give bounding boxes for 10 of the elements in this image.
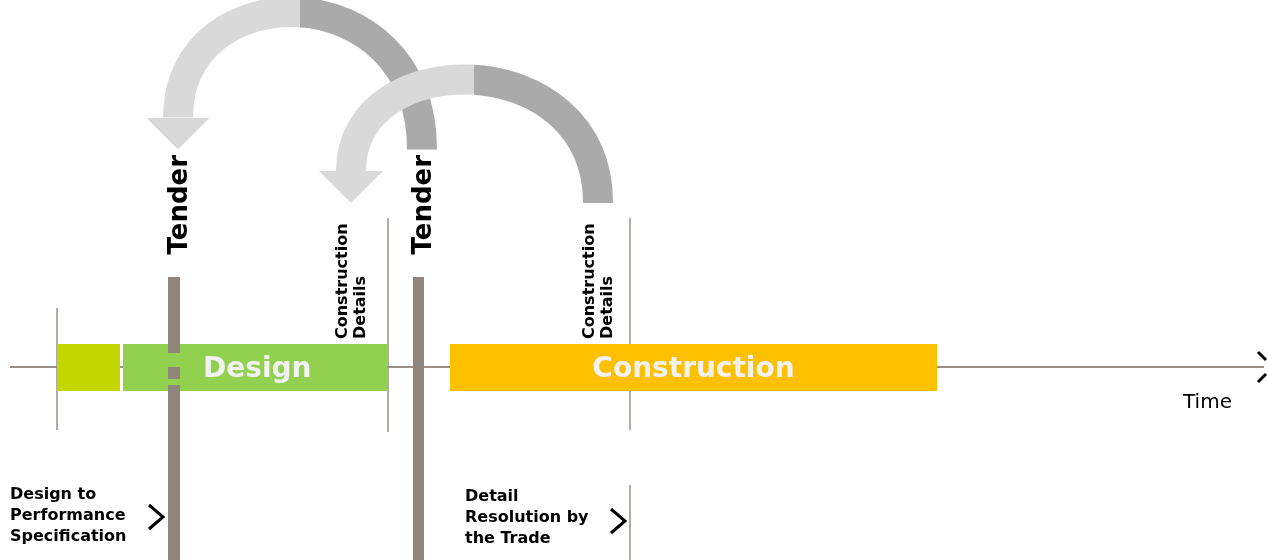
milestone-label: Construction Details xyxy=(576,203,620,339)
milestone-label: Tender xyxy=(407,149,437,255)
phase-bar: Design xyxy=(123,344,387,391)
milestone-label: Tender xyxy=(163,149,193,255)
phase-note: Detail Resolution by the Trade xyxy=(465,486,590,549)
milestone-label: Construction Details xyxy=(329,203,373,339)
axis-label: Time xyxy=(1183,388,1232,414)
phase-block xyxy=(57,344,120,391)
phase-note: Design to Performance Specification xyxy=(10,484,128,547)
phase-bar: Construction xyxy=(450,344,937,391)
